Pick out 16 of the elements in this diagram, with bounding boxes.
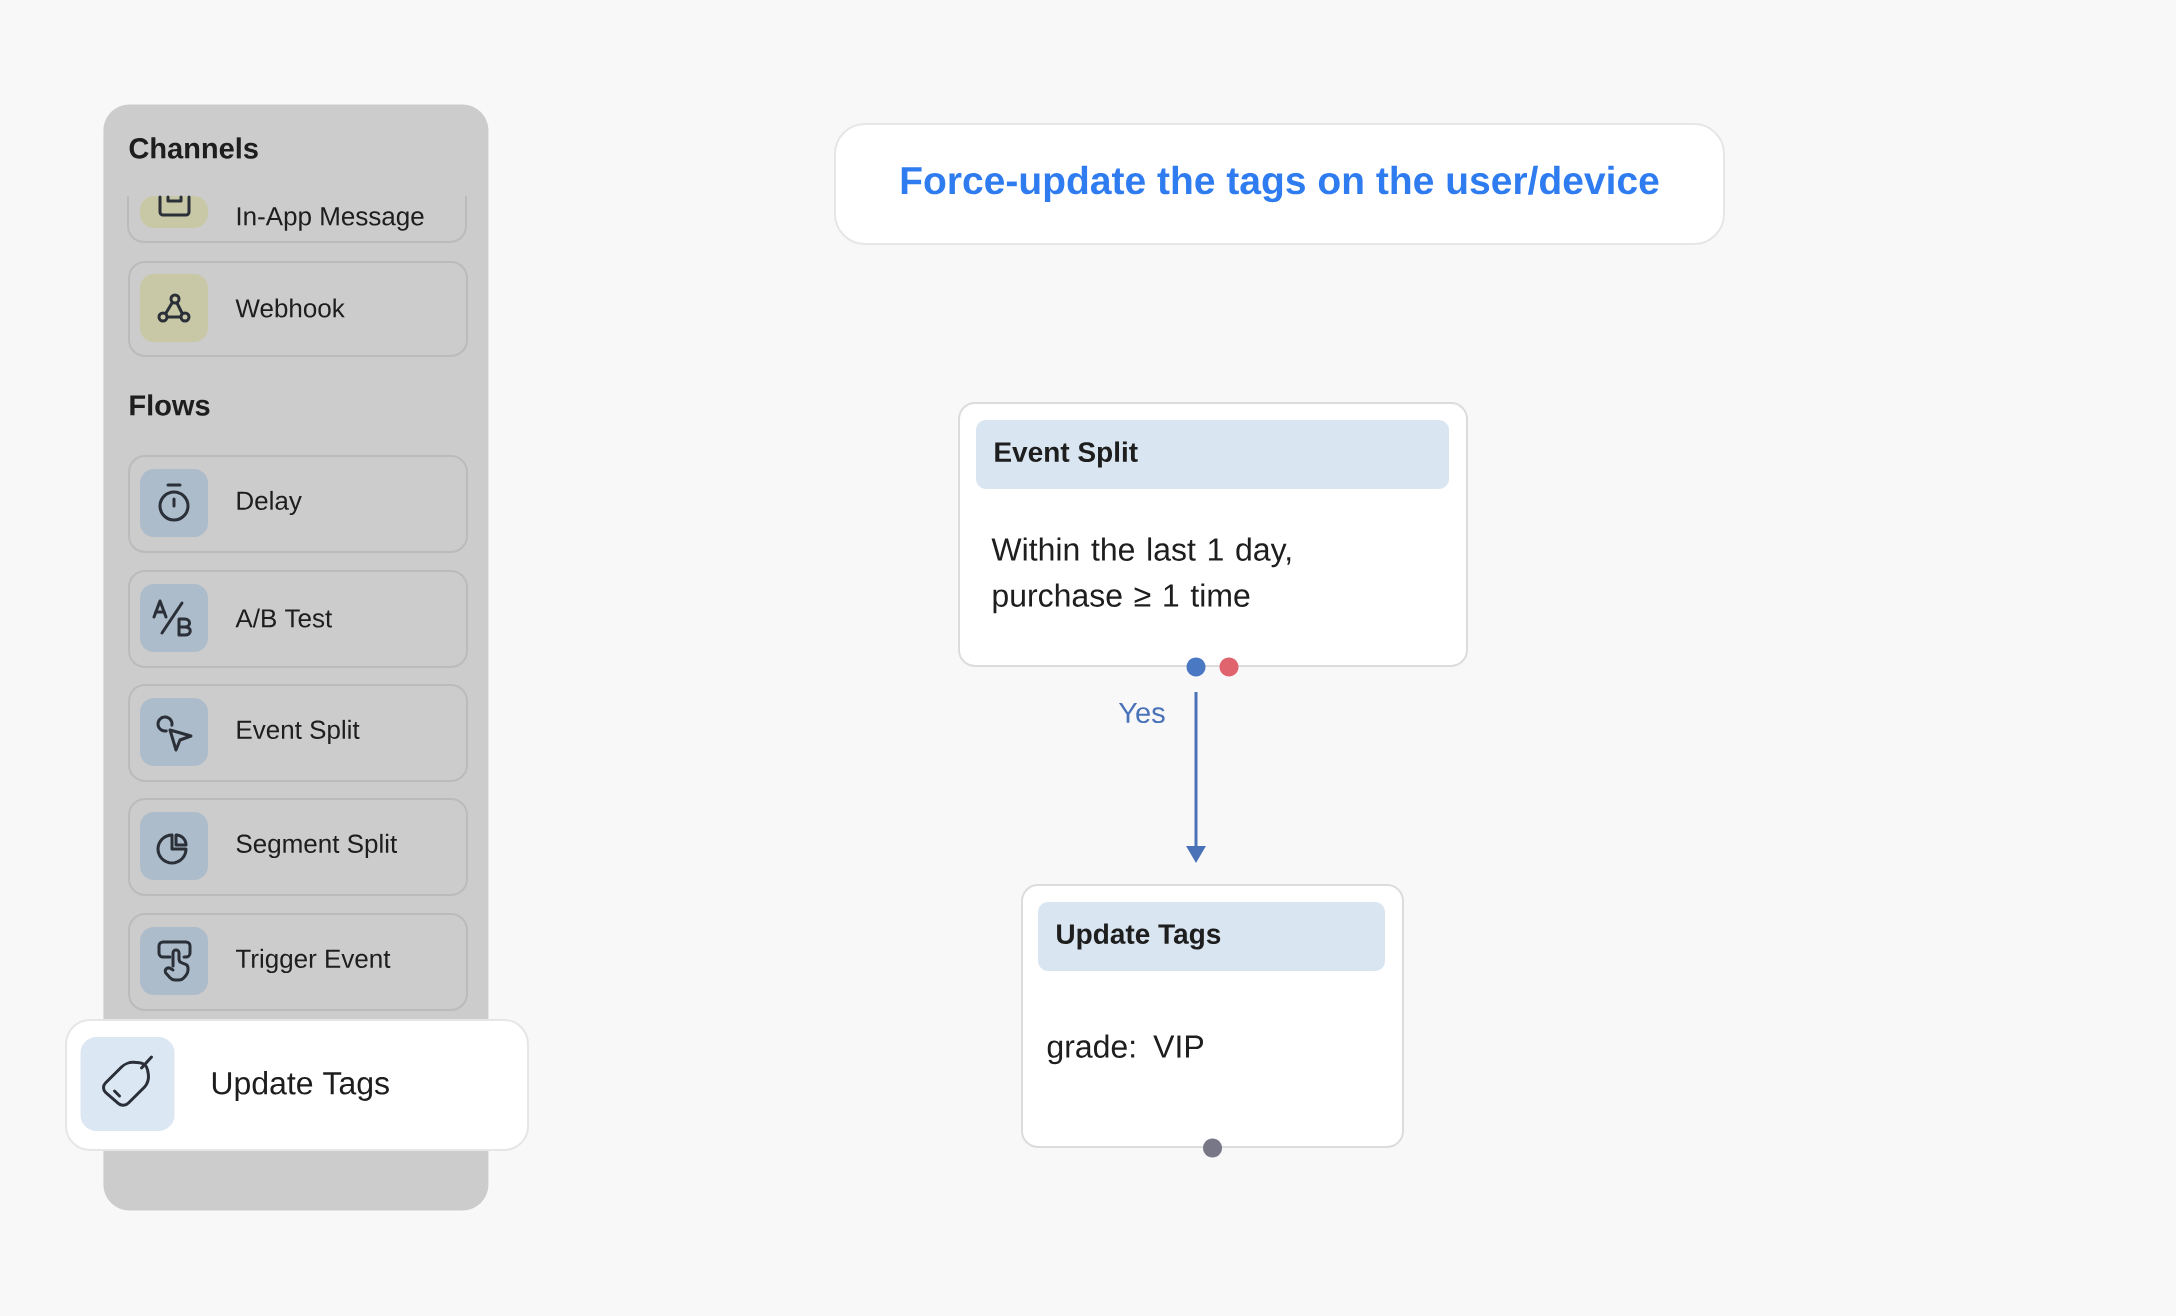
item-label: Segment Split bbox=[236, 833, 398, 859]
node-header: Event Split bbox=[976, 420, 1449, 489]
item-label: Trigger Event bbox=[236, 948, 391, 974]
title-card: Force-update the tags on the user/device bbox=[834, 123, 1725, 245]
item-label: Update Tags bbox=[212, 1071, 389, 1101]
item-label: Webhook bbox=[235, 298, 345, 318]
item-label: Event Split bbox=[237, 719, 360, 745]
node-header: Update Tags bbox=[1038, 902, 1385, 971]
section-heading: Channels bbox=[129, 137, 258, 159]
item-label: In-App Message bbox=[237, 207, 424, 231]
section-heading: Flows bbox=[130, 394, 210, 416]
item-label: Delay bbox=[237, 490, 302, 516]
body-text: grade: VIP bbox=[1047, 1034, 1204, 1065]
item-label: A/B Test bbox=[235, 608, 333, 628]
edge-label: Yes bbox=[1115, 699, 1169, 727]
body-text: Within the last 1 day, purchase ≥ 1 time bbox=[991, 537, 1291, 614]
